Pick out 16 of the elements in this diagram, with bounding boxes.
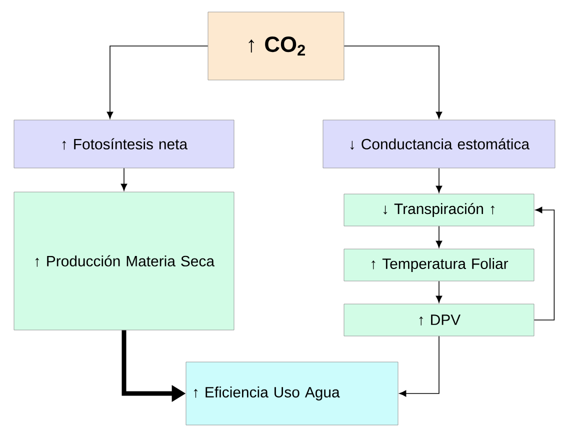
arrow <box>120 168 128 191</box>
process-box: ↑ CO$_{2}$ <box>208 12 344 80</box>
process-box: ↑ DPV <box>344 304 534 336</box>
process-box: ↑ Eficiencia Uso Agua <box>186 362 398 426</box>
arrow <box>436 168 442 193</box>
arrow <box>344 46 442 119</box>
process-box: ↓ Conductancia estomática <box>322 120 556 168</box>
arrow <box>436 226 442 248</box>
arrow <box>399 336 440 397</box>
arrow <box>106 46 208 119</box>
process-box: ↑ Fotosíntesis neta <box>14 120 234 168</box>
process-box: ↓ Transpiración ↑ <box>344 194 534 226</box>
arrow <box>436 280 442 303</box>
process-box: ↑ Producción Materia Seca <box>14 192 234 330</box>
arrow <box>534 206 555 320</box>
process-box: ↑ Temperatura Foliar <box>344 248 534 282</box>
